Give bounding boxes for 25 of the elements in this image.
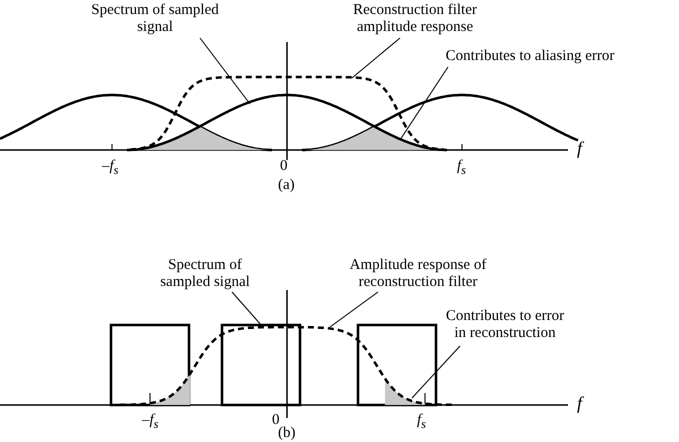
filter-curve (130, 76, 444, 151)
tick-label: 0 (280, 158, 288, 175)
spectrum-rectangle (220, 324, 302, 406)
tick-label: –f$_{s}$ (142, 412, 159, 433)
leader-line (200, 38, 250, 104)
axis-label: f (577, 395, 582, 412)
filter-curve (120, 326, 454, 406)
leader-line (330, 292, 378, 328)
callout-text: Spectrum of sampled signal (90, 2, 220, 36)
leader-line (352, 38, 400, 78)
tick-label: –f$_{s}$ (102, 158, 119, 179)
callout-text: Contributes to aliasing error (425, 48, 635, 65)
leader-line (400, 66, 448, 140)
panel-label: (a) (278, 177, 295, 194)
callout-text: Spectrum of sampled signal (150, 257, 260, 291)
tick-label: f$_{s}$ (417, 412, 426, 433)
tick-label: f$_{s}$ (457, 158, 466, 179)
leader-line (232, 292, 262, 326)
callout-text: Reconstruction filter amplitude response (330, 2, 500, 36)
tick-label: 0 (272, 412, 280, 428)
callout-text: Contributes to error in reconstruction (440, 308, 570, 342)
panel-label: (b) (278, 425, 296, 442)
leader-line (412, 346, 460, 398)
callout-text: Amplitude response of reconstruction filter (318, 257, 518, 291)
axis-label: f (577, 140, 582, 157)
